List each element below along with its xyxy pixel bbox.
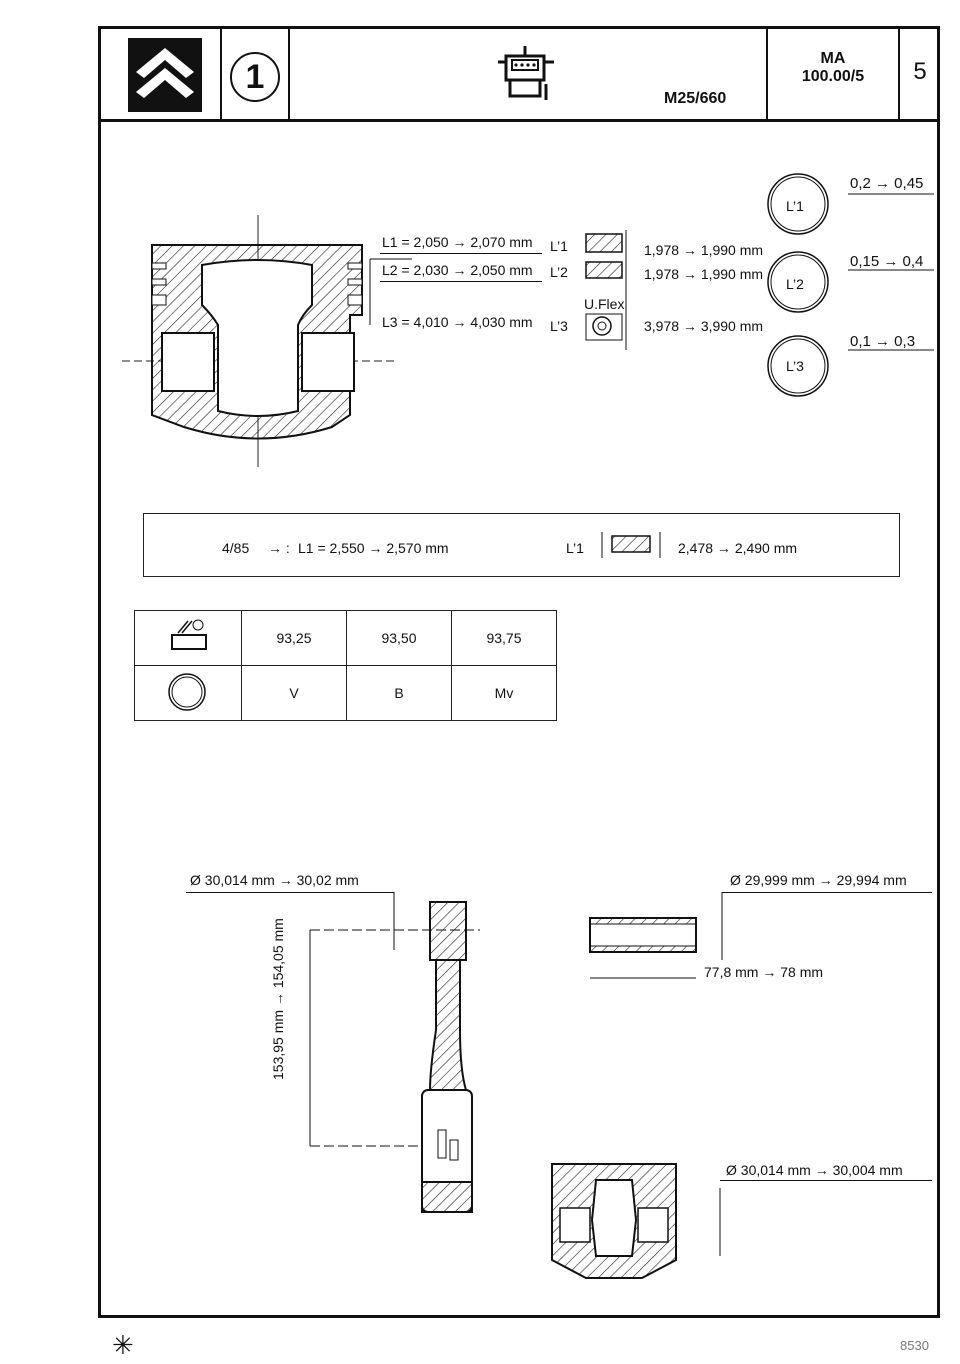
ring-l3-label: L’3	[550, 318, 568, 334]
ring-l1-label: L’1	[550, 238, 568, 254]
footer-code: 8530	[900, 1338, 929, 1353]
pin-length-dim: 77,8 mm → 78 mm	[704, 964, 824, 980]
rod-length-dim: 153,95 mm → 154,05 mm	[270, 918, 286, 1080]
uflex-label: U.Flex	[584, 296, 625, 312]
l1-groove-dim: L1 = 2,050 → 2,070 mm	[382, 234, 533, 250]
measure-icon	[134, 610, 242, 666]
piston-section-drawing	[122, 215, 412, 467]
revision-date: 4/85	[222, 540, 250, 556]
gap-l3-value: 0,1 → 0,3	[850, 333, 916, 350]
header-divider	[220, 26, 222, 119]
revision-lp1-label: L’1	[566, 540, 584, 556]
ring-l2-label: L’2	[550, 264, 568, 280]
section-circle-icon	[230, 52, 280, 102]
ring-sections-drawing	[585, 230, 627, 350]
l3-groove-dim: L3 = 4,010 → 4,030 mm	[382, 314, 533, 330]
ring-icon	[134, 665, 242, 721]
page-frame	[98, 26, 940, 1318]
header-bar	[98, 26, 940, 122]
mark-cell: Mv	[451, 665, 557, 721]
engine-code: M25/660	[664, 90, 727, 107]
table-row: V B Mv	[134, 665, 557, 721]
revision-note-box	[143, 513, 900, 577]
diameter-cell: 93,75	[451, 610, 557, 666]
revision-l1: L1 = 2,550 → 2,570 mm	[298, 540, 449, 556]
dim-line	[722, 892, 932, 893]
mark-cell: B	[346, 665, 452, 721]
table-row: 93,25 93,50 93,75	[134, 610, 557, 666]
revision-thickness: 2,478 → 2,490 mm	[678, 540, 798, 556]
ring-gap-drawing	[767, 173, 934, 397]
gap-ring-l3-label: L’3	[786, 358, 804, 374]
dim-line	[720, 1180, 932, 1181]
pin-diameter-dim: Ø 29,999 mm → 29,994 mm	[730, 872, 907, 888]
l2-groove-dim: L2 = 2,030 → 2,050 mm	[382, 262, 533, 278]
ring-l2-thickness: 1,978 → 1,990 mm	[644, 266, 764, 282]
engine-icon	[498, 46, 554, 100]
dim-line	[186, 892, 394, 893]
revision-ring-section	[601, 532, 661, 558]
gap-ring-l2-label: L’2	[786, 276, 804, 292]
connecting-rod-drawing	[309, 892, 480, 1213]
revision-arrow: → :	[268, 540, 290, 556]
ring-l3-thickness: 3,978 → 3,990 mm	[644, 318, 764, 334]
gap-l1-value: 0,2 → 0,45	[850, 175, 924, 192]
gap-l2-value: 0,15 → 0,4	[850, 253, 924, 270]
dim-line	[380, 253, 542, 254]
doc-ref-bottom: 100.00/5	[801, 68, 865, 85]
gap-ring-l1-label: L’1	[786, 198, 804, 214]
rod-bore-dim: Ø 30,014 mm → 30,02 mm	[190, 872, 359, 888]
section-number: 1	[245, 58, 265, 96]
header-divider	[898, 26, 900, 119]
piston-bore-drawing	[551, 1163, 721, 1279]
doc-ref-top: MA	[820, 50, 846, 67]
footer-asterisk-icon: ✳	[112, 1330, 134, 1360]
ring-l1-thickness: 1,978 → 1,990 mm	[644, 242, 764, 258]
header-divider	[766, 26, 768, 119]
mark-cell: V	[241, 665, 347, 721]
citroen-logo	[128, 38, 202, 112]
header-divider	[288, 26, 290, 119]
diameter-cell: 93,25	[241, 610, 347, 666]
diameter-cell: 93,50	[346, 610, 452, 666]
grades-table: 93,25 93,50 93,75 V B Mv	[134, 610, 557, 721]
piston-bore-dim: Ø 30,014 mm → 30,004 mm	[726, 1162, 903, 1178]
page-number: 5	[913, 58, 927, 85]
dim-line	[380, 281, 542, 282]
piston-pin-drawing	[589, 892, 723, 979]
